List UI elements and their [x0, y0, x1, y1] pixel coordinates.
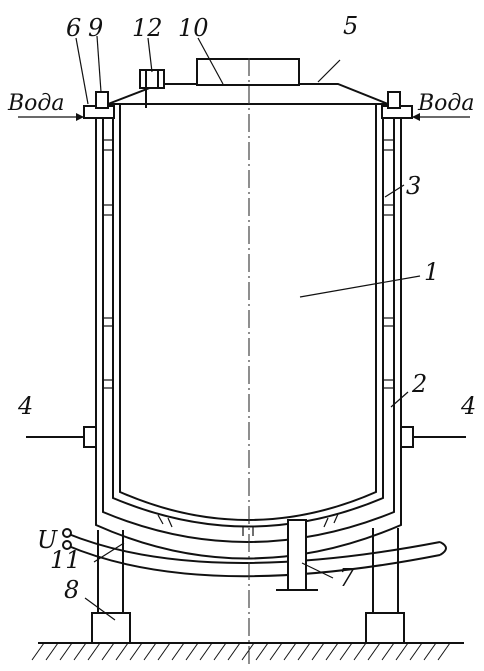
- ground-hatch: [367, 642, 381, 661]
- ground-hatch: [59, 642, 73, 661]
- ground-hatch: [381, 642, 395, 661]
- ground-hatch: [31, 642, 45, 661]
- ground-hatch: [255, 642, 269, 661]
- ground-hatch: [311, 642, 325, 661]
- callout-2: 2: [411, 370, 427, 398]
- ground-hatch: [213, 642, 227, 661]
- water-label-left: Вода: [7, 91, 64, 116]
- ground-hatch: [395, 642, 409, 661]
- ground-hatch: [339, 642, 353, 661]
- ground-hatch: [45, 642, 59, 661]
- ground-hatch: [199, 642, 213, 661]
- leader-lines: [18, 35, 470, 621]
- ground-hatch: [437, 642, 451, 661]
- callout-12: 12: [132, 14, 163, 42]
- ground-hatch: [241, 642, 255, 661]
- callout-8: 8: [64, 576, 79, 604]
- callout-6: 6: [66, 14, 81, 42]
- callout-4-right: 4: [460, 392, 476, 420]
- callout-7: 7: [339, 564, 355, 592]
- inner-vessel: [107, 83, 389, 528]
- outer-jacket: [95, 117, 402, 560]
- callout-10: 10: [178, 14, 209, 42]
- drain-pipe: [276, 519, 318, 591]
- callout-9: 9: [88, 14, 103, 42]
- ground-hatch: [269, 642, 283, 661]
- ground-hatch: [353, 642, 367, 661]
- top-fittings: [139, 58, 300, 108]
- top-flanges: [83, 91, 413, 119]
- u-label: U: [37, 526, 58, 554]
- ground-hatch: [87, 642, 101, 661]
- ground-hatch: [325, 642, 339, 661]
- ground-hatch: [409, 642, 423, 661]
- ground-hatch: [143, 642, 157, 661]
- ground-hatch: [283, 642, 297, 661]
- callout-4-left: 4: [17, 392, 33, 420]
- ground-hatch: [297, 642, 311, 661]
- jacket-spacers: [103, 139, 394, 536]
- ground-hatch: [101, 642, 115, 661]
- ground-hatch: [171, 642, 185, 661]
- ground-hatch: [129, 642, 143, 661]
- callout-5: 5: [343, 12, 358, 40]
- ground-hatch: [73, 642, 87, 661]
- ground-hatch: [185, 642, 199, 661]
- water-label-right: Вода: [417, 91, 474, 116]
- ground-base: [31, 642, 464, 661]
- ground-hatch: [157, 642, 171, 661]
- ground-hatch: [227, 642, 241, 661]
- callout-1: 1: [424, 258, 439, 286]
- heating-coil: [62, 528, 447, 578]
- support-legs: [91, 528, 405, 644]
- ground-hatch: [423, 642, 437, 661]
- callout-11: 11: [50, 546, 81, 574]
- ground-hatch: [115, 642, 129, 661]
- side-nozzles: [26, 426, 466, 448]
- callout-3: 3: [406, 172, 421, 200]
